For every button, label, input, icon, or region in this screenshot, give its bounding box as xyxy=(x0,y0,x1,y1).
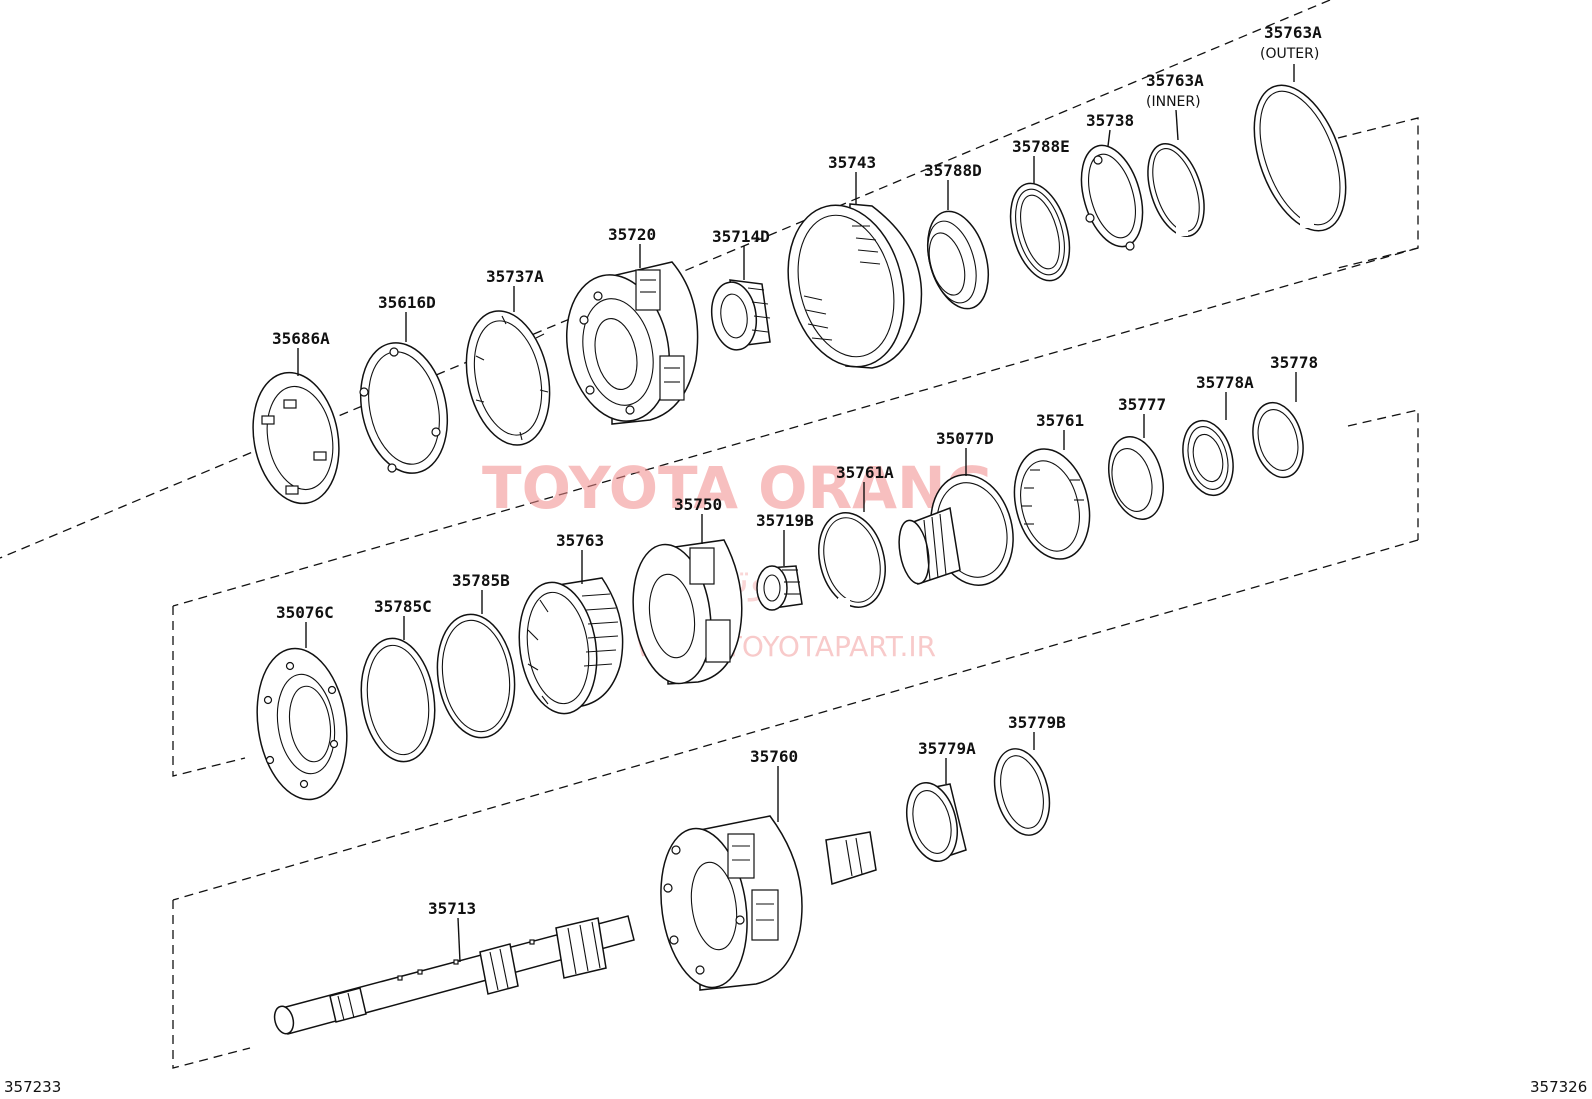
note-outer: (OUTER) xyxy=(1260,46,1319,62)
frame-mid-right xyxy=(1347,409,1419,540)
frame-upper-diagonal xyxy=(172,247,1419,607)
label-35761: 35761 xyxy=(1036,411,1084,430)
part-35713 xyxy=(273,915,635,1035)
frame-top-right xyxy=(1337,117,1419,269)
label-35720: 35720 xyxy=(608,225,656,244)
label-35763: 35763 xyxy=(556,531,604,550)
part-35785C xyxy=(360,637,436,763)
label-35737A: 35737A xyxy=(486,267,544,286)
label-35616D: 35616D xyxy=(378,293,436,312)
label-35077D: 35077D xyxy=(936,429,994,448)
part-35778 xyxy=(1252,401,1304,479)
label-35778: 35778 xyxy=(1270,353,1318,372)
part-35738 xyxy=(1080,144,1144,251)
part-35785B xyxy=(436,613,516,739)
frame-mid-diagonal xyxy=(172,539,1419,901)
part-35737A xyxy=(465,310,551,446)
label-35788D: 35788D xyxy=(924,161,982,180)
part-35779A xyxy=(906,782,967,862)
part-35686A xyxy=(252,371,340,505)
label-35779B: 35779B xyxy=(1008,713,1066,732)
label-35788E: 35788E xyxy=(1012,137,1070,156)
part-35720 xyxy=(565,261,699,425)
label-35778A: 35778A xyxy=(1196,373,1254,392)
part-35750 xyxy=(632,539,743,685)
label-35743: 35743 xyxy=(828,153,876,172)
label-35763A-inner: 35763A xyxy=(1146,71,1204,90)
part-35761A xyxy=(818,512,886,608)
label-35760: 35760 xyxy=(750,747,798,766)
part-35779B xyxy=(993,748,1051,836)
part-35714D xyxy=(710,279,771,351)
label-35761A: 35761A xyxy=(836,463,894,482)
leader-lines xyxy=(297,64,1297,963)
part-35077D xyxy=(898,474,1014,586)
part-35743 xyxy=(787,203,923,369)
part-35778A xyxy=(1182,419,1234,497)
part-35616D xyxy=(359,342,449,474)
frame-mid-left xyxy=(172,606,246,777)
label-35785C: 35785C xyxy=(374,597,432,616)
part-35719B xyxy=(756,565,803,611)
label-35777: 35777 xyxy=(1118,395,1166,414)
part-35761 xyxy=(1013,448,1091,560)
label-35719B: 35719B xyxy=(756,511,814,530)
label-35750: 35750 xyxy=(674,495,722,514)
part-35763A-inner xyxy=(1147,142,1205,238)
watermark-brand: TOYOTA ORANG xyxy=(482,454,993,522)
label-35785B: 35785B xyxy=(452,571,510,590)
part-35076C xyxy=(256,647,348,801)
label-35738: 35738 xyxy=(1086,111,1134,130)
part-35788E xyxy=(1009,182,1071,282)
label-35779A: 35779A xyxy=(918,739,976,758)
part-35788D xyxy=(927,210,989,310)
part-35763 xyxy=(518,577,624,715)
note-inner: (INNER) xyxy=(1146,94,1201,110)
label-35076C: 35076C xyxy=(276,603,334,622)
part-35763A-outer xyxy=(1253,84,1347,232)
corner-code-right: 357326 xyxy=(1530,1078,1587,1096)
part-35777 xyxy=(1108,436,1164,520)
label-35686A: 35686A xyxy=(272,329,330,348)
corner-code-left: 357233 xyxy=(4,1078,61,1096)
label-35763A-outer: 35763A xyxy=(1264,23,1322,42)
label-35713: 35713 xyxy=(428,899,476,918)
part-labels: 35763A (OUTER) 35763A (INNER) 35738 3578… xyxy=(272,23,1322,918)
label-35714D: 35714D xyxy=(712,227,770,246)
frame-bottom-left xyxy=(172,900,251,1069)
part-35760 xyxy=(660,815,877,991)
